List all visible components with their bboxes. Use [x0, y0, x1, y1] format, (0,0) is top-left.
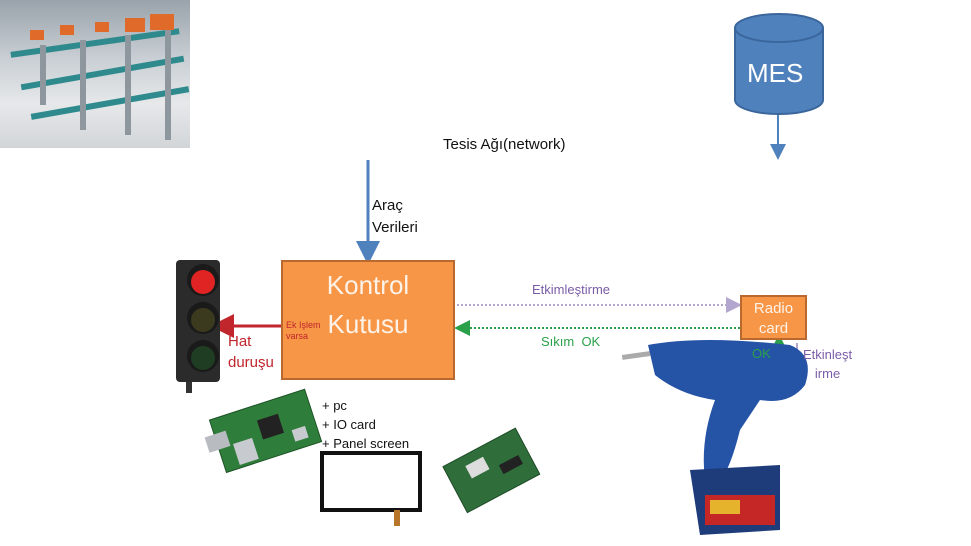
etkinlestirme-label: Etkinleşt irme [803, 345, 852, 383]
sikim-ok-label: Sıkım OK [541, 334, 601, 349]
verileri-line: Verileri [372, 219, 418, 236]
panel-screen-icon [320, 451, 422, 526]
etkimlestirme-label: Etkimleştirme [532, 282, 611, 297]
ok-label: OK [752, 346, 771, 361]
kontrol-title-line2: Kutusu [327, 309, 409, 339]
components-list: + pc + IO card + Panel screen [322, 396, 409, 453]
cordless-screwdriver-icon [621, 340, 808, 535]
radio-card-box[interactable]: Radio card [740, 295, 807, 340]
kontrol-kutusu-box[interactable]: Kontrol Kutusu Ek Işlem varsa [281, 260, 455, 380]
ek-islem-line1: Ek Işlem [286, 320, 321, 330]
hat-line: Hat [228, 333, 252, 350]
factory-line-photo [0, 0, 190, 148]
etkinlestirme-line2: irme [814, 366, 841, 381]
traffic-light-icon [176, 260, 220, 393]
card-line: card [758, 320, 789, 337]
hat-durusu-label: Hat duruşu [228, 331, 274, 373]
network-label: Tesis Ağı(network) [443, 136, 566, 153]
arac-verileri-label: Araç Verileri [372, 195, 418, 239]
ek-islem-note: Ek Işlem varsa [286, 320, 321, 342]
mes-database-icon [734, 13, 824, 115]
mes-label: MES [747, 58, 804, 88]
etkinlestirme-line1: Etkinleşt [803, 347, 853, 362]
kontrol-title-line1: Kontrol [326, 270, 410, 300]
radio-line: Radio [753, 300, 794, 317]
component-panel-screen: + Panel screen [322, 436, 410, 451]
arac-line: Araç [372, 197, 403, 214]
durusu-line: duruşu [228, 354, 274, 371]
ek-islem-line2: varsa [286, 331, 309, 341]
raspberry-pi-board-icon [204, 388, 323, 474]
component-pc: + pc [322, 398, 347, 413]
component-io-card: + IO card [322, 417, 376, 432]
io-card-icon [442, 427, 541, 514]
